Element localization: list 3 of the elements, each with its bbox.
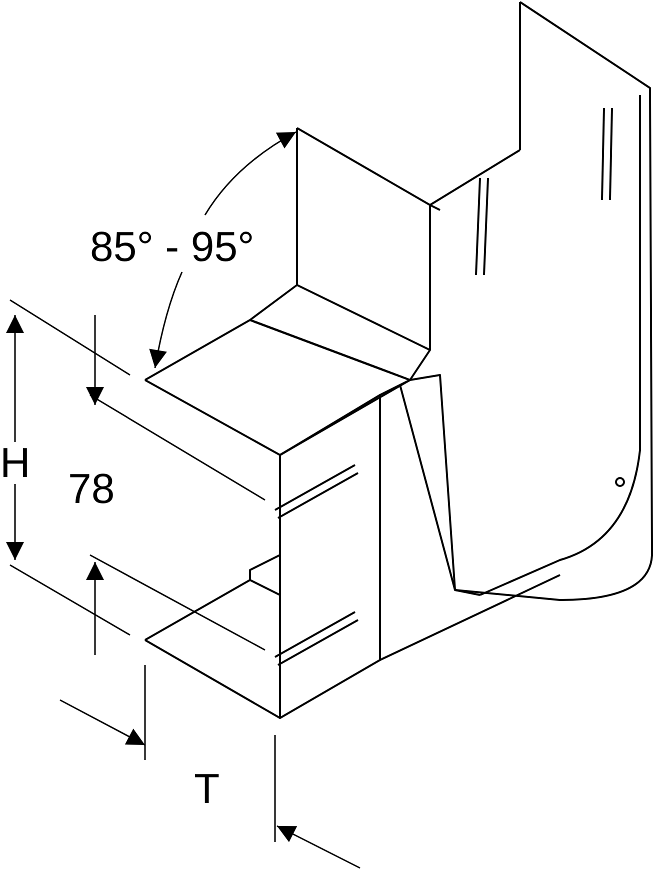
angle-dimension: 85° - 95°: [90, 226, 254, 268]
dimension-value: 78: [68, 468, 115, 510]
dimension-label: T: [194, 768, 220, 810]
